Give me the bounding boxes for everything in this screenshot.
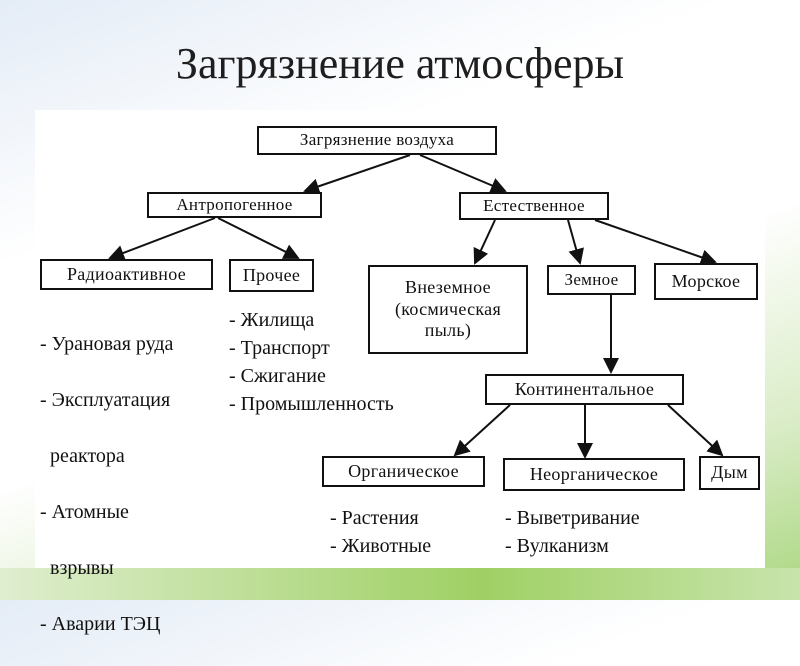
node-natural: Естественное	[459, 192, 609, 220]
list-item: - Эксплуатация	[40, 389, 171, 411]
node-radioactive: Радиоактивное	[40, 259, 213, 290]
list-item: - Сжигание	[229, 365, 326, 387]
list-item: реактора	[40, 445, 125, 467]
arrow-anthro-other	[217, 217, 300, 259]
arrow-natural-extraterrestrial	[473, 219, 496, 265]
node-organic: Органическое	[322, 456, 485, 487]
list-item: взрывы	[40, 557, 114, 579]
list-item: - Животные	[330, 535, 432, 557]
list-item: - Аварии ТЭЦ	[40, 613, 161, 635]
list-item: - Вулканизм	[505, 535, 609, 557]
arrow-root-anthropogenic	[303, 154, 411, 195]
node-continental: Континентальное	[485, 374, 684, 405]
diagram-arrows	[108, 154, 724, 459]
node-smoke: Дым	[699, 456, 760, 490]
list-item: - Атомные	[40, 501, 129, 523]
node-air-pollution: Загрязнение воздуха	[257, 126, 497, 155]
slide-title: Загрязнение атмосферы	[175, 39, 625, 88]
node-terrestrial: Земное	[547, 265, 636, 295]
arrow-root-natural	[419, 154, 507, 193]
node-inorganic: Неорганическое	[503, 458, 685, 491]
list-item: - Выветривание	[505, 507, 640, 529]
node-marine: Морское	[654, 263, 758, 300]
list-item: - Промышленность	[229, 393, 394, 415]
organic-list: - Растения - Животные	[330, 504, 431, 560]
arrow-anthro-radioactive	[108, 217, 216, 261]
node-other: Прочее	[229, 259, 314, 292]
arrow-continental-organic	[453, 404, 511, 457]
arrow-natural-marine	[594, 219, 717, 265]
other-list: - Жилища - Транспорт - Сжигание - Промыш…	[229, 306, 394, 418]
node-anthropogenic: Антропогенное	[147, 192, 322, 218]
arrow-continental-smoke	[667, 404, 724, 457]
radioactive-list: - Урановая руда - Эксплуатация реактора …	[40, 302, 173, 666]
slide-bottom-bar	[0, 568, 800, 600]
list-item: - Урановая руда	[40, 333, 174, 355]
list-item: - Растения	[330, 507, 419, 529]
arrow-natural-terrestrial	[567, 219, 584, 265]
node-extraterrestrial: Внеземное (космическая пыль)	[368, 265, 528, 354]
inorganic-list: - Выветривание - Вулканизм	[505, 504, 640, 560]
list-item: - Транспорт	[229, 337, 330, 359]
list-item: - Жилища	[229, 309, 315, 331]
